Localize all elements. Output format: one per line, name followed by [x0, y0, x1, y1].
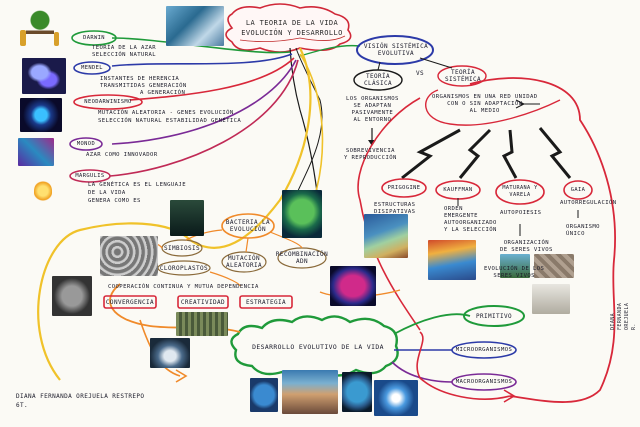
cooperacion-text: COOPERACIÓN CONTINUA Y MUTUA DEPENDENCIA [108, 284, 259, 290]
node-recombinacion: RECOMBINACIÓN ADN [275, 251, 329, 265]
neodarwinismo-oval [73, 94, 143, 110]
mitochondria-image [330, 266, 376, 306]
box-estrategia-label: ESTRATEGIA [245, 299, 287, 306]
tree-small-image [500, 254, 530, 278]
box-convergencia [103, 295, 157, 309]
margulis-text-1: LA GENÉTICA ES EL LENGUAJE [88, 182, 186, 188]
node-vision: VISIÓN SISTÉMICA EVOLUTIVA [363, 43, 429, 57]
lightbulb-icon [34, 180, 52, 202]
node-maturana: MATURANA Y VARELA [502, 185, 538, 198]
margulis-text-2: DE LA VIDA [88, 190, 126, 196]
mendel-text-1: INSTANTES DE HERENCIA [100, 76, 180, 82]
box-estrategia [239, 295, 293, 309]
node-mendel: MENDEL [81, 65, 103, 71]
grey-cells-image [100, 236, 158, 276]
title-photo [166, 6, 224, 46]
neo-text-1: MUTACIÓN ALEATORIA - GENES EVOLUCIÓN [98, 110, 234, 116]
cells-small-image [534, 254, 574, 278]
spiral-image [374, 380, 418, 416]
margulis-oval [69, 169, 111, 183]
box-creatividad [177, 295, 229, 309]
vision-oval [356, 35, 434, 65]
neo-text-2: SELECCIÓN NATURAL ESTABILIDAD GENÉTICA [98, 118, 242, 124]
mendel-oval [73, 61, 111, 75]
prigogine-text: ESTRUCTURAS DISIPATIVAS [374, 202, 416, 215]
main-title: LA TEORIA DE LA VIDA EVOLUCIÓN Y DESARRO… [241, 19, 343, 37]
title-cloud [225, 3, 352, 53]
clasica-sub-text: SOBREVIVENCIA Y REPRODUCCIÓN [344, 148, 397, 161]
microbe-image [20, 98, 62, 132]
gaia-sub-text: ORGANISMO ÚNICO [566, 224, 600, 237]
tree-image [26, 10, 54, 44]
monod-oval [69, 137, 103, 151]
node-neodarwinismo: NEODARWINISMO [84, 99, 132, 105]
node-gaia: GAIA [570, 186, 586, 193]
node-monod: MONOD [76, 141, 96, 147]
node-darwin: DARWIN [83, 35, 105, 41]
node-mutacion: MUTACIÓN ALEATORIA [225, 255, 263, 269]
node-margulis: MARGULIS [75, 173, 105, 179]
brain-sphere-image [282, 190, 322, 238]
node-prigogine: PRIGOGINE [387, 184, 421, 191]
micro-oval [451, 341, 517, 359]
giraffe-icon [20, 30, 26, 46]
mendel-text-2: TRANSMITIDAS GENERACIÓN [100, 83, 187, 89]
node-primitive: PRIMITIVO [475, 312, 513, 320]
landscape-image [428, 240, 476, 280]
darwin-oval [71, 30, 117, 46]
mendel-text-3: A GENERACIÓN [140, 90, 186, 96]
node-teoria-sistemica: TEORÍA SISTÉMICA [444, 69, 482, 83]
ufo-image [150, 338, 190, 368]
evolucion-seres-text: EVOLUCIÓN DE LOS SERES VIVOS [484, 266, 545, 279]
monod-text: AZAR COMO INNOVADOR [86, 152, 158, 158]
clasica-text: LOS ORGANISMOS SE ADAPTAN PASIVAMENTE AL… [346, 96, 399, 123]
giraffe-small-icon [54, 32, 59, 46]
kauffman-text: ORDEN EMERGENTE AUTOORGANIZADO Y LA SELE… [444, 206, 497, 233]
node-bacteria: BACTERIA LA EVOLUCIÓN [225, 219, 271, 233]
prigogine-oval [381, 178, 427, 198]
box-creatividad-label: CREATIVIDAD [180, 299, 226, 306]
node-kauffman: KAUFFMAN [443, 186, 473, 193]
node-teoria-clasica: TEORÍA CLÁSICA [363, 73, 393, 87]
hands-image [52, 276, 92, 316]
macro-oval [451, 373, 517, 391]
dna-image [18, 138, 54, 166]
node-vs: VS [415, 69, 425, 77]
chromosome-image [22, 58, 66, 94]
signature: DIANA FERNANDA OREJUELA RESTREPO 6T. [16, 393, 145, 409]
node-macro: MACROORGANISMOS [455, 378, 513, 385]
people-image [282, 370, 338, 414]
desarrollo-cloud [230, 315, 399, 378]
gaia-text: AUTORREGULACIÓN [560, 200, 617, 206]
darwin-text-2: SELECCIÓN NATURAL [92, 52, 157, 58]
drawing-hand-image [532, 284, 570, 314]
signature-vertical: DIANA FERNANDA OREJUELA R. [610, 302, 637, 330]
cloro-oval [157, 260, 211, 276]
maturana-text: AUTOPOIESIS [500, 210, 542, 216]
sistemica-text: ORGANISMOS EN UNA RED UNIDAD CON O SIN A… [432, 94, 538, 114]
earth-image [342, 372, 372, 412]
node-desarrollo: DESARROLLO EVOLUTIVO DE LA VIDA [252, 342, 384, 351]
node-micro: MICROORGANISMOS [455, 346, 513, 353]
node-cloroplastos: CLOROPLASTOS [159, 264, 209, 272]
maturana-sub-text: ORGANIZACIÓN DE SERES VIVOS [500, 240, 553, 253]
ocean-image [364, 214, 408, 258]
teoria-sistemica-oval [437, 65, 487, 87]
margulis-text-3: GENERA COMO ES [88, 198, 141, 204]
primitive-oval [463, 305, 525, 327]
darwin-text-1: TEORÍA DE LA AZAR [92, 45, 157, 51]
crowd-image [176, 312, 228, 336]
plant-image [170, 200, 204, 236]
mutacion-oval [221, 251, 267, 273]
box-convergencia-label: CONVERGENCIA [105, 299, 155, 306]
node-simbiosis: SIMBIOSIS [163, 244, 201, 252]
globe-image [250, 378, 278, 412]
maturana-oval [495, 179, 545, 205]
gaia-oval [563, 180, 593, 200]
